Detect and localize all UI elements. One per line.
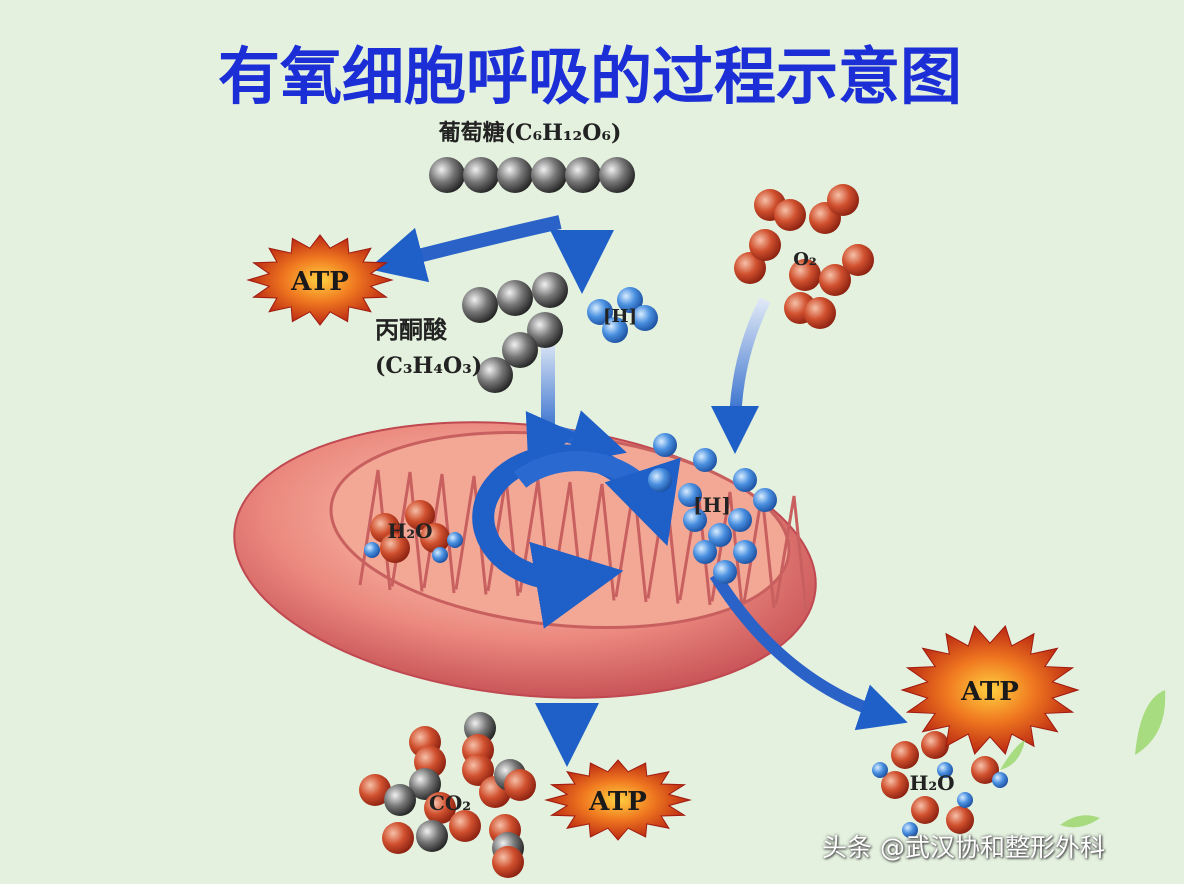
oxygen-atom bbox=[380, 533, 410, 563]
oxygen-atom bbox=[971, 756, 999, 784]
leaf-decoration bbox=[1000, 690, 1166, 828]
crista bbox=[774, 495, 808, 610]
pyruvate-name-label: 丙酮酸 bbox=[375, 315, 448, 344]
co2-label: CO₂ bbox=[429, 791, 471, 815]
oxygen-atom bbox=[424, 792, 456, 824]
h2o-bottom-label: H₂O bbox=[909, 771, 954, 795]
carbon-atom bbox=[477, 357, 513, 393]
atp-starburst-2 bbox=[900, 625, 1080, 755]
hydrogen-atom bbox=[587, 299, 613, 325]
hydrogen-atom bbox=[733, 540, 757, 564]
water-molecule-mito bbox=[364, 500, 463, 563]
oxygen-atom bbox=[891, 741, 919, 769]
hydrogen-atom bbox=[447, 532, 463, 548]
oxygen-atom bbox=[359, 774, 391, 806]
oxygen-atom bbox=[449, 810, 481, 842]
crista bbox=[454, 475, 488, 595]
arrow-pyruvate-to-cycle bbox=[541, 340, 627, 465]
h2o-mito-label: H₂O bbox=[387, 519, 432, 543]
hydrogen-atom bbox=[648, 468, 672, 492]
carbon-atom bbox=[497, 280, 533, 316]
atp-label-2: ATP bbox=[960, 677, 1019, 707]
oxygen-atom bbox=[921, 731, 949, 759]
hydrogen-atom bbox=[432, 547, 448, 563]
arrows bbox=[367, 215, 908, 767]
hydrogen-atom bbox=[713, 560, 737, 584]
oxygen-atom bbox=[819, 264, 851, 296]
watermark: 头条 @武汉协和整形外科 bbox=[822, 833, 1105, 862]
oxygen-atom bbox=[789, 259, 821, 291]
hydrogen-cluster-top bbox=[587, 287, 658, 343]
atp-label-3: ATP bbox=[588, 787, 647, 817]
hydrogen-atom bbox=[693, 448, 717, 472]
carbon-atom bbox=[565, 157, 601, 193]
hydrogen-atom bbox=[992, 772, 1008, 788]
hydrogen-atom bbox=[678, 483, 702, 507]
water-molecules-bottom bbox=[872, 731, 1008, 838]
oxygen-atom bbox=[734, 252, 766, 284]
oxygen-atom bbox=[881, 771, 909, 799]
arrow-glucose-to-atp bbox=[367, 215, 562, 283]
carbon-atom bbox=[599, 157, 635, 193]
carbon-atom bbox=[462, 287, 498, 323]
oxygen-atom bbox=[382, 822, 414, 854]
pyruvate-formula-label: (C₃H₄O₃) bbox=[375, 353, 482, 379]
atp-starburst-1 bbox=[246, 234, 394, 326]
hydrogen-atom bbox=[902, 822, 918, 838]
carbon-atom bbox=[527, 312, 563, 348]
oxygen-atom bbox=[774, 199, 806, 231]
diagram-title: 有氧细胞呼吸的过程示意图 bbox=[218, 40, 962, 113]
oxygen-atom bbox=[420, 523, 450, 553]
hydrogen-atom bbox=[753, 488, 777, 512]
oxygen-atom bbox=[911, 796, 939, 824]
atp-starburst-3 bbox=[544, 759, 692, 841]
carbon-atom bbox=[416, 820, 448, 852]
hydrogen-atom bbox=[872, 762, 888, 778]
oxygen-atom bbox=[492, 846, 524, 878]
hydrogen-atom bbox=[728, 508, 752, 532]
hydrogen-atom bbox=[733, 468, 757, 492]
co2-molecules bbox=[359, 712, 536, 878]
oxygen-atom bbox=[504, 769, 536, 801]
hydrogen-atom bbox=[693, 540, 717, 564]
oxygen-cluster bbox=[734, 184, 874, 329]
hydrogen-atom bbox=[708, 523, 732, 547]
carbon-atom bbox=[497, 157, 533, 193]
oxygen-atom bbox=[946, 806, 974, 834]
h-top-label: [H] bbox=[603, 306, 637, 327]
glucose-label: 葡萄糖(C₆H₁₂O₆) bbox=[438, 120, 622, 146]
glucose-molecule bbox=[429, 157, 635, 193]
carbon-atom bbox=[502, 332, 538, 368]
hydrogen-atom bbox=[617, 287, 643, 313]
hydrogen-atom bbox=[937, 762, 953, 778]
hydrogen-atom bbox=[632, 305, 658, 331]
arrow-h-to-atp bbox=[709, 571, 908, 731]
carbon-atom bbox=[532, 272, 568, 308]
hydrogen-cluster-mito bbox=[648, 433, 777, 584]
pyruvate-molecule bbox=[462, 272, 568, 393]
oxygen-atom bbox=[842, 244, 874, 276]
hydrogen-atom bbox=[602, 317, 628, 343]
hydrogen-atom bbox=[653, 433, 677, 457]
hydrogen-atom bbox=[683, 508, 707, 532]
oxygen-atom bbox=[462, 754, 494, 786]
o2-label: O₂ bbox=[793, 249, 817, 270]
oxygen-atom bbox=[405, 500, 435, 530]
oxygen-atom bbox=[827, 184, 859, 216]
carbon-atom bbox=[429, 157, 465, 193]
carbon-atom bbox=[531, 157, 567, 193]
atp-label-1: ATP bbox=[290, 267, 349, 297]
arrow-o2-to-mito bbox=[711, 297, 771, 454]
carbon-atom bbox=[409, 768, 441, 800]
carbon-atom bbox=[463, 157, 499, 193]
h-mito-label: [H] bbox=[693, 493, 731, 517]
oxygen-atom bbox=[804, 297, 836, 329]
hydrogen-atom bbox=[957, 792, 973, 808]
oxygen-atom bbox=[749, 229, 781, 261]
carbon-atom bbox=[384, 784, 416, 816]
hydrogen-atom bbox=[364, 542, 380, 558]
